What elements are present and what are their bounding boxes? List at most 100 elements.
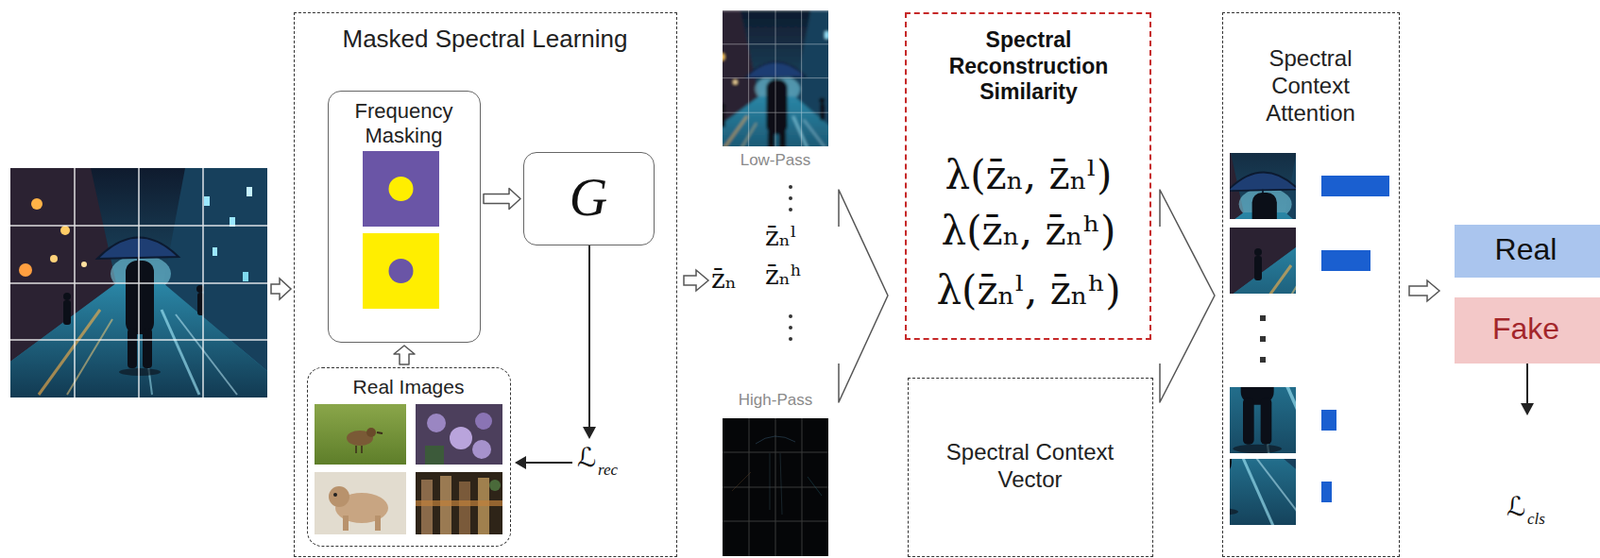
node-title: Real [1460, 231, 1593, 268]
flow-chevron [838, 189, 1215, 403]
low-pass-image [680, 10, 872, 182]
real-image-photos [314, 404, 407, 465]
ellipsis-dots [788, 337, 793, 341]
node-title: Frequency Masking [338, 99, 471, 150]
real-image-photos [472, 440, 492, 460]
attention-bars [1321, 175, 1390, 197]
real-image-photos [328, 486, 350, 508]
class-box: Fake [1454, 297, 1600, 364]
attention-bars [1321, 175, 1390, 503]
ellipsis-dots [788, 196, 793, 201]
reconstruction-arrows [514, 456, 527, 470]
loss-subscript: cls [1527, 510, 1546, 529]
reconstruction-arrows [588, 244, 591, 428]
real-image-photos [449, 426, 473, 450]
input-image [10, 339, 268, 341]
loss-symbol: ℒ [577, 442, 596, 475]
generator-box: G [523, 152, 655, 246]
real-image-photos [489, 479, 501, 492]
input-arrow [683, 270, 709, 291]
real-image-photos [475, 412, 493, 430]
hollow-arrow [483, 188, 521, 210]
ellipsis-dots [788, 185, 793, 189]
loss-subscript: rec [597, 460, 618, 480]
filter-label: High-Pass [728, 391, 823, 410]
high-pass-image [722, 418, 829, 557]
feature-symbol: z̄ₙʰ [765, 259, 802, 292]
reconstruction-arrows [1526, 363, 1529, 405]
input-image [10, 282, 268, 285]
high-pass-image [731, 436, 822, 515]
input-arrow [1409, 280, 1440, 302]
frequency-masks [389, 258, 414, 284]
node-title: Spectral Context Attention [1235, 45, 1387, 127]
low-pass-image [680, 10, 872, 182]
attention-bars [1321, 481, 1332, 503]
attention-patches [1201, 123, 1459, 354]
low-pass-image [680, 77, 872, 79]
high-pass-image [755, 436, 796, 444]
formula-text: λ(z̄ₙ, z̄ₙˡ) [913, 152, 1145, 200]
context-vector-box: Spectral Context Vector [907, 377, 1154, 558]
real-image-photos [333, 493, 338, 497]
input-arrow [271, 278, 291, 300]
similarity-box: Spectral Reconstruction Similarity λ(z̄ₙ,… [904, 12, 1152, 341]
real-image-photos [425, 445, 444, 465]
real-image-photos [314, 404, 407, 465]
class-box: Real [1454, 224, 1600, 278]
node-title: Masked Spectral Learning [301, 24, 670, 54]
real-image-photos [415, 472, 503, 535]
feature-symbol: z̄ₙˡ [765, 221, 798, 254]
high-pass-image [722, 418, 829, 557]
reconstruction-arrows [1520, 403, 1534, 416]
attention-patches [1088, 307, 1345, 538]
real-image-photos [314, 472, 407, 535]
reconstruction-arrows [582, 426, 596, 440]
real-image-photos [426, 413, 446, 433]
reconstruction-arrows [525, 461, 573, 464]
input-image [10, 168, 268, 398]
input-image [10, 168, 268, 398]
low-pass-image [680, 112, 872, 114]
formula-text: λ(z̄ₙˡ, z̄ₙʰ) [913, 267, 1145, 315]
real-image-photos [415, 404, 503, 465]
high-pass-image [722, 521, 829, 523]
ellipsis-dots [1259, 315, 1266, 322]
input-image [10, 224, 268, 227]
feature-symbol: z̄ₙ [711, 263, 737, 296]
real-image-photos [366, 427, 376, 438]
real-image-photos [314, 404, 503, 535]
real-image-photos [415, 472, 503, 535]
attention-patches [1088, 307, 1345, 538]
high-pass-image [722, 452, 829, 454]
node-title: G [531, 166, 646, 230]
real-image-photos [415, 404, 503, 465]
real-image-photos [459, 481, 471, 535]
real-image-photos [342, 515, 349, 531]
frequency-masks [362, 233, 440, 309]
frequency-masks [362, 151, 440, 227]
attention-patches [1201, 123, 1459, 354]
high-pass-image [780, 453, 783, 515]
group-panel: Frequency MaskingGReal ImagesMasked Spec… [293, 12, 678, 558]
attention-bars [1321, 409, 1337, 431]
real-image-photos [376, 432, 383, 434]
ellipsis-dots [1259, 357, 1266, 363]
attention-patches [1088, 111, 1459, 538]
input-image [10, 168, 268, 398]
reconstruction-arrows [514, 244, 1534, 470]
low-pass-image [680, 10, 872, 182]
ellipsis-dots [788, 325, 793, 330]
low-pass-image [680, 10, 872, 182]
ellipsis-dots [788, 207, 793, 212]
real-image-photos [415, 500, 503, 507]
real-image-photos [421, 479, 433, 535]
input-image [10, 168, 268, 398]
flow-chevron [838, 189, 888, 403]
node-title: Fake [1460, 310, 1593, 347]
node-title: Spectral Reconstruction Similarity [927, 27, 1131, 106]
high-pass-image [807, 476, 822, 496]
filter-label: Low-Pass [728, 151, 823, 171]
frequency-masks [362, 151, 440, 309]
attention-panel: Spectral Context Attention [1222, 12, 1400, 558]
